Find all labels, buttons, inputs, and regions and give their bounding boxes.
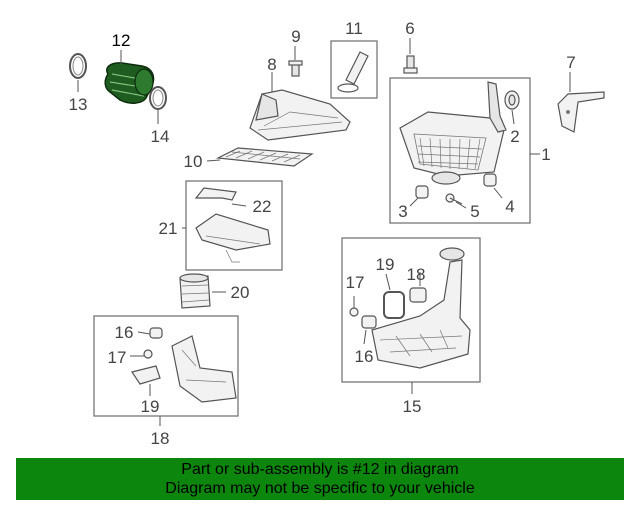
callout-10[interactable]: 10 bbox=[184, 152, 203, 171]
part-11-box bbox=[330, 40, 378, 99]
banner-line-1: Part or sub-assembly is #12 in diagram bbox=[181, 461, 459, 478]
callout-16-left[interactable]: 16 bbox=[115, 323, 134, 342]
leader-16a bbox=[137, 331, 151, 335]
callout-17-left[interactable]: 17 bbox=[108, 348, 127, 367]
part-9-bolt[interactable] bbox=[288, 60, 303, 77]
leader-16b bbox=[363, 329, 367, 345]
part-18-grommet[interactable] bbox=[409, 287, 427, 303]
leader-24 bbox=[231, 203, 247, 207]
callout-23[interactable]: 21 bbox=[159, 219, 178, 238]
callout-14[interactable]: 14 bbox=[151, 127, 170, 146]
part-1-box bbox=[389, 77, 531, 224]
part-15-lower-case[interactable] bbox=[371, 247, 471, 369]
callout-18[interactable]: 18 bbox=[407, 265, 426, 284]
part-24-bracket[interactable] bbox=[194, 187, 237, 201]
part-20-box bbox=[93, 315, 239, 417]
part-16-grommet-upper[interactable] bbox=[149, 327, 163, 339]
callout-16-right[interactable]: 16 bbox=[355, 347, 374, 366]
part-7-bracket[interactable] bbox=[557, 91, 605, 133]
part-17-bolt-lower[interactable] bbox=[349, 307, 359, 317]
leader-5 bbox=[455, 201, 467, 209]
part-1-air-cleaner-case[interactable] bbox=[399, 81, 507, 185]
part-22-boot[interactable] bbox=[179, 273, 211, 309]
callout-20[interactable]: 18 bbox=[151, 429, 170, 448]
callout-13[interactable]: 13 bbox=[69, 95, 88, 114]
info-banner: Part or sub-assembly is #12 in diagram D… bbox=[16, 458, 624, 500]
leader-3 bbox=[409, 197, 419, 207]
callout-12[interactable]: 12 bbox=[112, 31, 131, 50]
part-20-intake-tube[interactable] bbox=[171, 335, 237, 403]
callout-2[interactable]: 2 bbox=[510, 127, 519, 146]
part-2-grommet[interactable] bbox=[504, 90, 520, 110]
callout-3[interactable]: 3 bbox=[398, 202, 407, 221]
part-11-sensor[interactable] bbox=[337, 51, 369, 93]
callout-22[interactable]: 20 bbox=[231, 283, 250, 302]
part-14-clamp[interactable] bbox=[149, 86, 167, 110]
callout-4[interactable]: 4 bbox=[505, 197, 514, 216]
part-16-grommet-lower[interactable] bbox=[361, 315, 377, 329]
part-6-bolt[interactable] bbox=[403, 55, 418, 74]
part-5-clip[interactable] bbox=[445, 193, 463, 205]
part-3-mount[interactable] bbox=[415, 185, 429, 199]
leader-2 bbox=[511, 109, 515, 125]
part-8-air-cleaner-cover[interactable] bbox=[249, 89, 351, 141]
part-10-air-filter[interactable] bbox=[215, 147, 314, 167]
part-23-resonator[interactable] bbox=[195, 213, 271, 263]
part-17-clip-upper[interactable] bbox=[143, 349, 153, 359]
part-4-mount[interactable] bbox=[483, 173, 497, 187]
callout-5[interactable]: 5 bbox=[470, 202, 479, 221]
callout-15[interactable]: 15 bbox=[403, 397, 422, 416]
callout-19[interactable]: 19 bbox=[376, 255, 395, 274]
parts-diagram: 12 13 14 9 8 10 11 6 7 2 1 3 5 4 22 21 2… bbox=[69, 19, 605, 448]
callout-21[interactable]: 19 bbox=[141, 397, 160, 416]
part-13-clamp[interactable] bbox=[69, 53, 87, 79]
callout-17-right[interactable]: 17 bbox=[346, 273, 365, 292]
callout-6[interactable]: 6 bbox=[405, 19, 414, 38]
callout-1[interactable]: 1 bbox=[541, 145, 550, 164]
part-21-bracket[interactable] bbox=[131, 365, 161, 385]
part-15-box bbox=[341, 237, 481, 383]
callout-24[interactable]: 22 bbox=[253, 197, 272, 216]
leader-4 bbox=[493, 187, 503, 199]
leader-19 bbox=[385, 273, 391, 291]
callout-7[interactable]: 7 bbox=[566, 53, 575, 72]
callout-11[interactable]: 11 bbox=[345, 19, 363, 38]
part-12-intake-duct[interactable] bbox=[104, 62, 155, 104]
callout-9[interactable]: 9 bbox=[291, 27, 300, 46]
leader-10 bbox=[206, 159, 221, 162]
banner-line-2: Diagram may not be specific to your vehi… bbox=[165, 480, 475, 497]
part-19-seal[interactable] bbox=[383, 291, 405, 319]
part-23-box bbox=[185, 180, 283, 271]
callout-8[interactable]: 8 bbox=[267, 55, 276, 74]
